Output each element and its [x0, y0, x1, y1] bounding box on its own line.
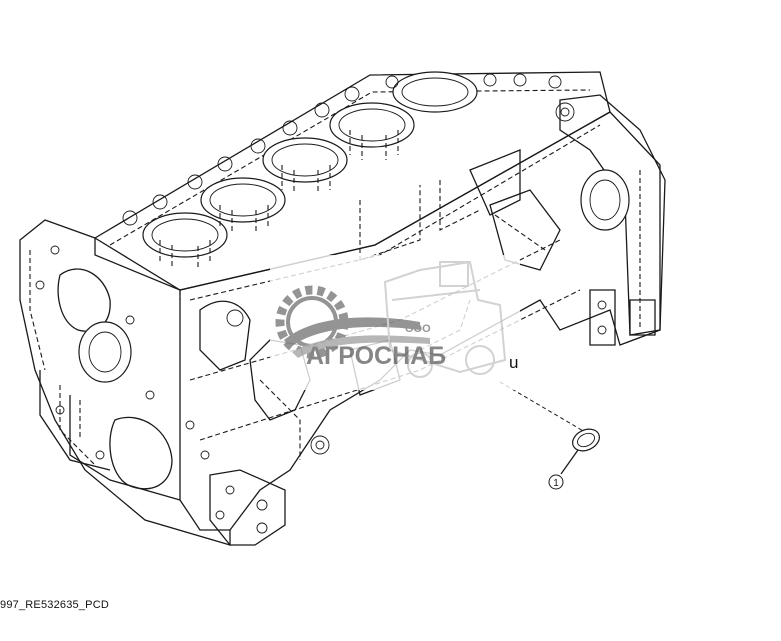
- combine-harvester-icon: [383, 260, 507, 378]
- deck-bolt-holes: [122, 73, 562, 226]
- watermark-company-name: АГРОСНАБ: [306, 342, 446, 370]
- agrosnab-watermark: ООО АГРОСНАБ: [270, 255, 520, 390]
- part-1-seal-ring: 1: [499, 381, 600, 490]
- watermark-prefix: ООО: [405, 323, 431, 335]
- cylinder-bores: [142, 71, 478, 268]
- engine-block-drawing: [19, 71, 666, 546]
- gear-logo-icon: [275, 285, 430, 359]
- callout-number-1: 1: [548, 474, 564, 490]
- figure-code-caption: 997_RE532635_PCD: [0, 599, 109, 611]
- partial-label: u: [509, 353, 519, 372]
- callout-number-1-label: 1: [553, 478, 559, 489]
